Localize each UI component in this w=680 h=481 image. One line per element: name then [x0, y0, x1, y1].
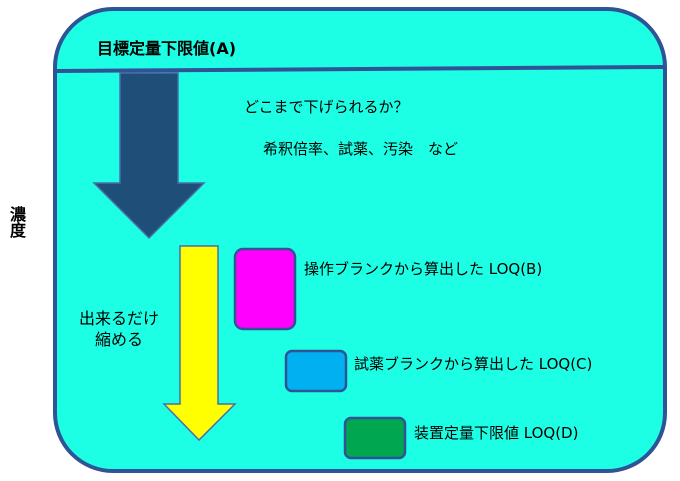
target-limit-label: 目標定量下限値(A): [97, 39, 237, 58]
shrink-label-line2: 縮める: [94, 329, 143, 349]
factors-text: 希釈倍率、試薬、汚染 など: [263, 140, 459, 158]
loq-d-box: [343, 416, 407, 460]
target-limit-line: [56, 65, 664, 73]
loq-d-label: 装置定量下限値 LOQ(D): [414, 424, 579, 442]
shrink-label: 出来るだけ 縮める: [64, 309, 174, 351]
shrink-label-line1: 出来るだけ: [78, 309, 159, 328]
loq-b-label: 操作ブランクから算出した LOQ(B): [304, 260, 543, 278]
question-text: どこまで下げられるか？: [244, 98, 409, 116]
large-down-arrow: [92, 72, 206, 240]
loq-b-box: [233, 247, 297, 331]
small-down-arrow: [162, 245, 237, 442]
concentration-axis-label: 濃度: [7, 206, 26, 238]
loq-c-box: [284, 349, 348, 393]
loq-c-label: 試薬ブランクから算出した LOQ(C): [354, 355, 593, 373]
